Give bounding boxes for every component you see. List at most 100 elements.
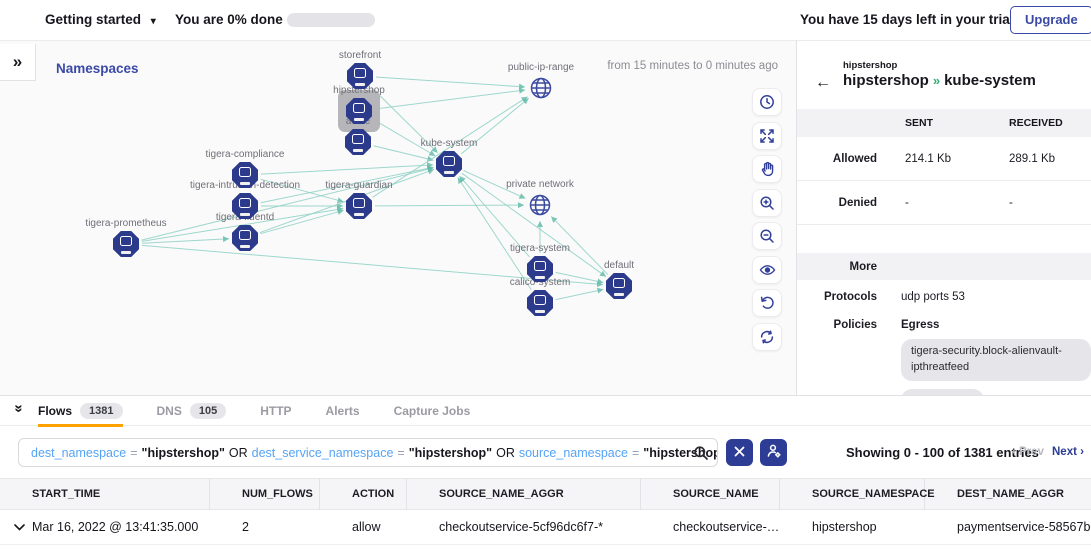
globe-icon (530, 77, 552, 99)
column-header-dest_name_aggr[interactable]: DEST_NAME_AGGR (957, 488, 1064, 500)
column-header-num_flows[interactable]: NUM_FLOWS (210, 478, 320, 510)
search-icon (693, 445, 709, 464)
policies-row: Policies Egress tigera-security.block-al… (797, 319, 1091, 395)
tab-alerts[interactable]: Alerts (326, 396, 360, 426)
protocols-row: Protocols udp ports 53 (797, 291, 1091, 303)
graph-node-tigera-guardian[interactable] (346, 193, 372, 219)
cell-dest_name_aggr: paymentservice-58567bdc (957, 520, 1091, 534)
column-header-start_time[interactable]: START_TIME (0, 478, 210, 510)
column-header-source_name[interactable]: SOURCE_NAME (641, 478, 780, 510)
trial-days-label: You have 15 days left in your trial (800, 12, 1014, 27)
column-header-source_name_aggr[interactable]: SOURCE_NAME_AGGR (407, 478, 641, 510)
back-arrow-icon[interactable]: ← (815, 74, 831, 91)
tab-label: DNS (156, 404, 182, 418)
toolbar-refresh-button[interactable] (752, 322, 782, 351)
column-header-action[interactable]: ACTION (320, 478, 407, 510)
detail-title-source: hipstershop (843, 72, 929, 89)
namespace-icon (606, 273, 632, 299)
graph-edges (141, 76, 609, 301)
toolbar-eye-button[interactable] (752, 255, 782, 284)
policies-label: Policies (833, 319, 877, 331)
sidebar-expand-button[interactable]: » (0, 44, 36, 81)
tab-capture-jobs[interactable]: Capture Jobs (394, 396, 471, 426)
tab-label: Flows (38, 404, 73, 418)
protocols-value: udp ports 53 (901, 291, 965, 303)
clear-query-button[interactable] (726, 439, 753, 466)
graph-node-kube-system[interactable] (436, 151, 462, 177)
collapse-panel-icon[interactable]: » (10, 404, 28, 413)
column-header-source_namespace[interactable]: SOURCE_NAMESPACE (780, 478, 935, 510)
graph-node-tigera-compliance[interactable] (232, 162, 258, 188)
getting-started-menu[interactable]: Getting started ▾ (45, 12, 156, 27)
toolbar-zoom-out-button[interactable] (752, 222, 782, 250)
next-page-button[interactable]: Next › (1052, 446, 1084, 458)
graph-node-tigera-fluentd[interactable] (232, 225, 258, 251)
progress-label: You are 0% done (175, 12, 283, 27)
graph-node-label: default (603, 260, 635, 271)
namespace-icon (232, 225, 258, 251)
graph-node-tigera-intrusion-detection[interactable] (232, 193, 258, 219)
graph-node-calico-system[interactable] (527, 290, 553, 316)
cell-source_namespace: hipstershop (812, 520, 877, 534)
namespace-icon (347, 63, 373, 89)
stats-sent-value: 214.1 Kb (905, 152, 952, 165)
policies-value: Egress tigera-security.block-alienvault-… (877, 319, 1091, 395)
progress-bar (287, 13, 375, 27)
graph-node-hipstershop[interactable] (346, 98, 372, 124)
toolbar-fit-screen-button[interactable] (752, 121, 782, 150)
tab-label: Alerts (325, 404, 360, 418)
cell-source_name_aggr: checkoutservice-5cf96dc6f7-* (439, 520, 603, 534)
user-query-settings-button[interactable] (760, 439, 787, 466)
tab-label: HTTP (260, 404, 292, 418)
tab-http[interactable]: HTTP (260, 396, 291, 426)
stats-row-label: Denied (838, 196, 877, 209)
graph-node-default[interactable] (606, 273, 632, 299)
query-token-op: = (130, 445, 138, 460)
time-range-label: from 15 minutes to 0 minutes ago (607, 60, 778, 72)
policy-pill[interactable]: tigera-security.block-alienvault-ipthrea… (901, 339, 1091, 381)
tab-count-badge: 105 (189, 403, 227, 419)
graph-node-private-network[interactable] (527, 192, 553, 218)
graph-node-label: tigera-compliance (205, 149, 285, 160)
zoom-out-icon (759, 228, 775, 244)
toolbar-clock-button[interactable] (752, 88, 782, 116)
user-gear-icon (766, 443, 782, 462)
stats-row-label: Allowed (832, 152, 877, 165)
detail-title: hipstershop»kube-system (843, 72, 1036, 89)
pan-icon (760, 161, 775, 177)
cell-action: allow (352, 520, 381, 534)
more-label: More (849, 260, 877, 273)
graph-toolbar (752, 88, 782, 356)
namespace-icon (436, 151, 462, 177)
zoom-in-icon (759, 195, 775, 211)
graph-node-public-ip-range[interactable] (528, 75, 554, 101)
stats-header-row: SENT RECEIVED (797, 109, 1091, 137)
prev-page-button[interactable]: ‹ Prev (1012, 446, 1044, 458)
query-token-value: "hipstershop" (141, 445, 225, 460)
namespace-icon (527, 290, 553, 316)
tab-dns[interactable]: DNS 105 (157, 396, 227, 426)
policy-pill[interactable]: security.pass (901, 388, 985, 395)
toolbar-undo-button[interactable] (752, 289, 782, 317)
expand-row-chevron-icon[interactable] (14, 523, 25, 531)
graph-node-acme[interactable] (345, 129, 371, 155)
toolbar-pan-button[interactable] (752, 155, 782, 183)
top-bar: Getting started ▾ You are 0% done You ha… (0, 0, 1091, 40)
service-graph-panel: Namespaces from 15 minutes to 0 minutes … (0, 40, 797, 395)
namespace-icon (113, 231, 139, 257)
query-token-bool: OR (228, 445, 248, 460)
chevron-down-icon: ▾ (150, 16, 156, 27)
graph-node-storefront[interactable] (347, 63, 373, 89)
query-token-field: dest_service_namespace (251, 445, 394, 460)
fit-screen-icon (759, 128, 775, 144)
close-icon (734, 445, 745, 460)
graph-node-tigera-prometheus[interactable] (113, 231, 139, 257)
upgrade-button[interactable]: Upgrade (1010, 6, 1091, 34)
graph-node-tigera-system[interactable] (527, 256, 553, 282)
toolbar-zoom-in-button[interactable] (752, 188, 782, 217)
